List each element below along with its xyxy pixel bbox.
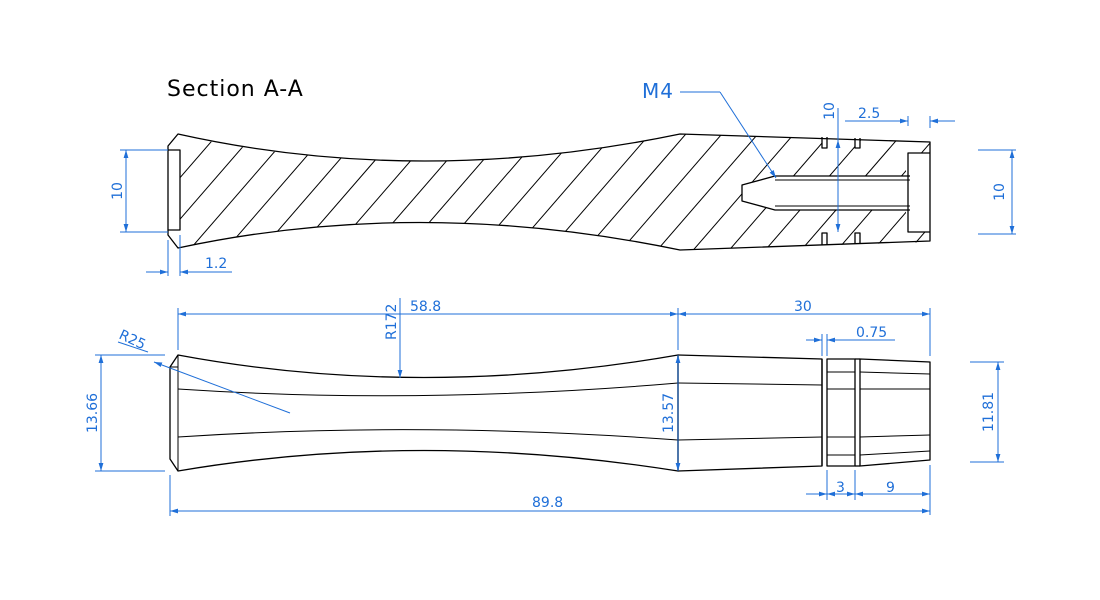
hatch-line: [178, 134, 267, 250]
hatch-line: [207, 134, 339, 250]
section-view: [167, 120, 1100, 270]
hatch-line: [1000, 120, 1100, 270]
hatch-line: [459, 134, 591, 250]
section-dimensions: 10 1.2 10 10 2.5 M4: [110, 79, 1016, 276]
section-outline: [167, 133, 931, 251]
tip-line-3: [859, 434, 931, 438]
hatch-line: [279, 134, 411, 250]
label-grip-length: 58.8: [410, 299, 441, 315]
tip-line-4: [859, 450, 931, 456]
shank: [677, 354, 823, 472]
slot-bottom-1: [821, 232, 828, 245]
label-shank-length: 30: [794, 299, 812, 315]
tip: [859, 358, 931, 467]
slot-bottom-2: [854, 232, 861, 244]
label-total-length: 89.8: [532, 495, 563, 511]
label-mid-dia: 13.57: [661, 393, 677, 433]
label-collar-width: 3: [836, 480, 845, 496]
slot-top-1: [821, 137, 828, 149]
label-radius-large: R172: [384, 304, 400, 340]
section-hatching: [178, 120, 1100, 270]
section-voids: [168, 136, 930, 244]
right-recess: [907, 152, 930, 233]
shank-facet-1: [677, 382, 823, 386]
label-tip-length: 9: [886, 480, 895, 496]
slot-top-2: [854, 138, 861, 149]
hatch-line: [178, 134, 303, 250]
hatch-line: [387, 134, 519, 250]
exterior-view: [169, 354, 931, 472]
grip-body: [169, 354, 679, 472]
label-right-dia: 11.81: [981, 392, 997, 432]
leader-thread: [719, 91, 777, 179]
hatch-line: [423, 134, 555, 250]
label-slot-depth: 10: [822, 102, 838, 120]
threaded-bore: [741, 175, 910, 211]
left-recess: [168, 149, 181, 231]
hatch-line: [351, 134, 483, 250]
label-lip: 1.2: [205, 256, 227, 272]
section-title: Section A-A: [167, 77, 304, 102]
grip-facet-2: [177, 382, 679, 397]
hatch-line: [675, 134, 807, 250]
label-right-height: 10: [992, 183, 1008, 201]
label-groove-width: 0.75: [856, 325, 887, 341]
label-left-height: 10: [110, 182, 126, 200]
grip-facet-3: [177, 429, 679, 441]
hatch-line: [639, 134, 771, 250]
hatch-line: [531, 134, 663, 250]
collar: [826, 358, 856, 467]
hatch-line: [243, 134, 375, 250]
label-left-dia: 13.66: [85, 393, 101, 433]
shank-facet-2: [677, 436, 823, 441]
hatch-line: [178, 134, 231, 250]
label-thread: M4: [642, 79, 674, 103]
hatch-line: [964, 120, 1094, 270]
exterior-dimensions: 58.8 30 R172 0.75 R25 13.66 13.57 11.81: [85, 298, 1004, 516]
leader-radius-small: [153, 361, 291, 414]
tip-line-1: [859, 371, 931, 375]
label-slot-offset: 2.5: [858, 106, 880, 122]
hatch-line: [315, 134, 447, 250]
label-radius-small: R25: [116, 327, 148, 353]
hatch-line: [495, 134, 627, 250]
